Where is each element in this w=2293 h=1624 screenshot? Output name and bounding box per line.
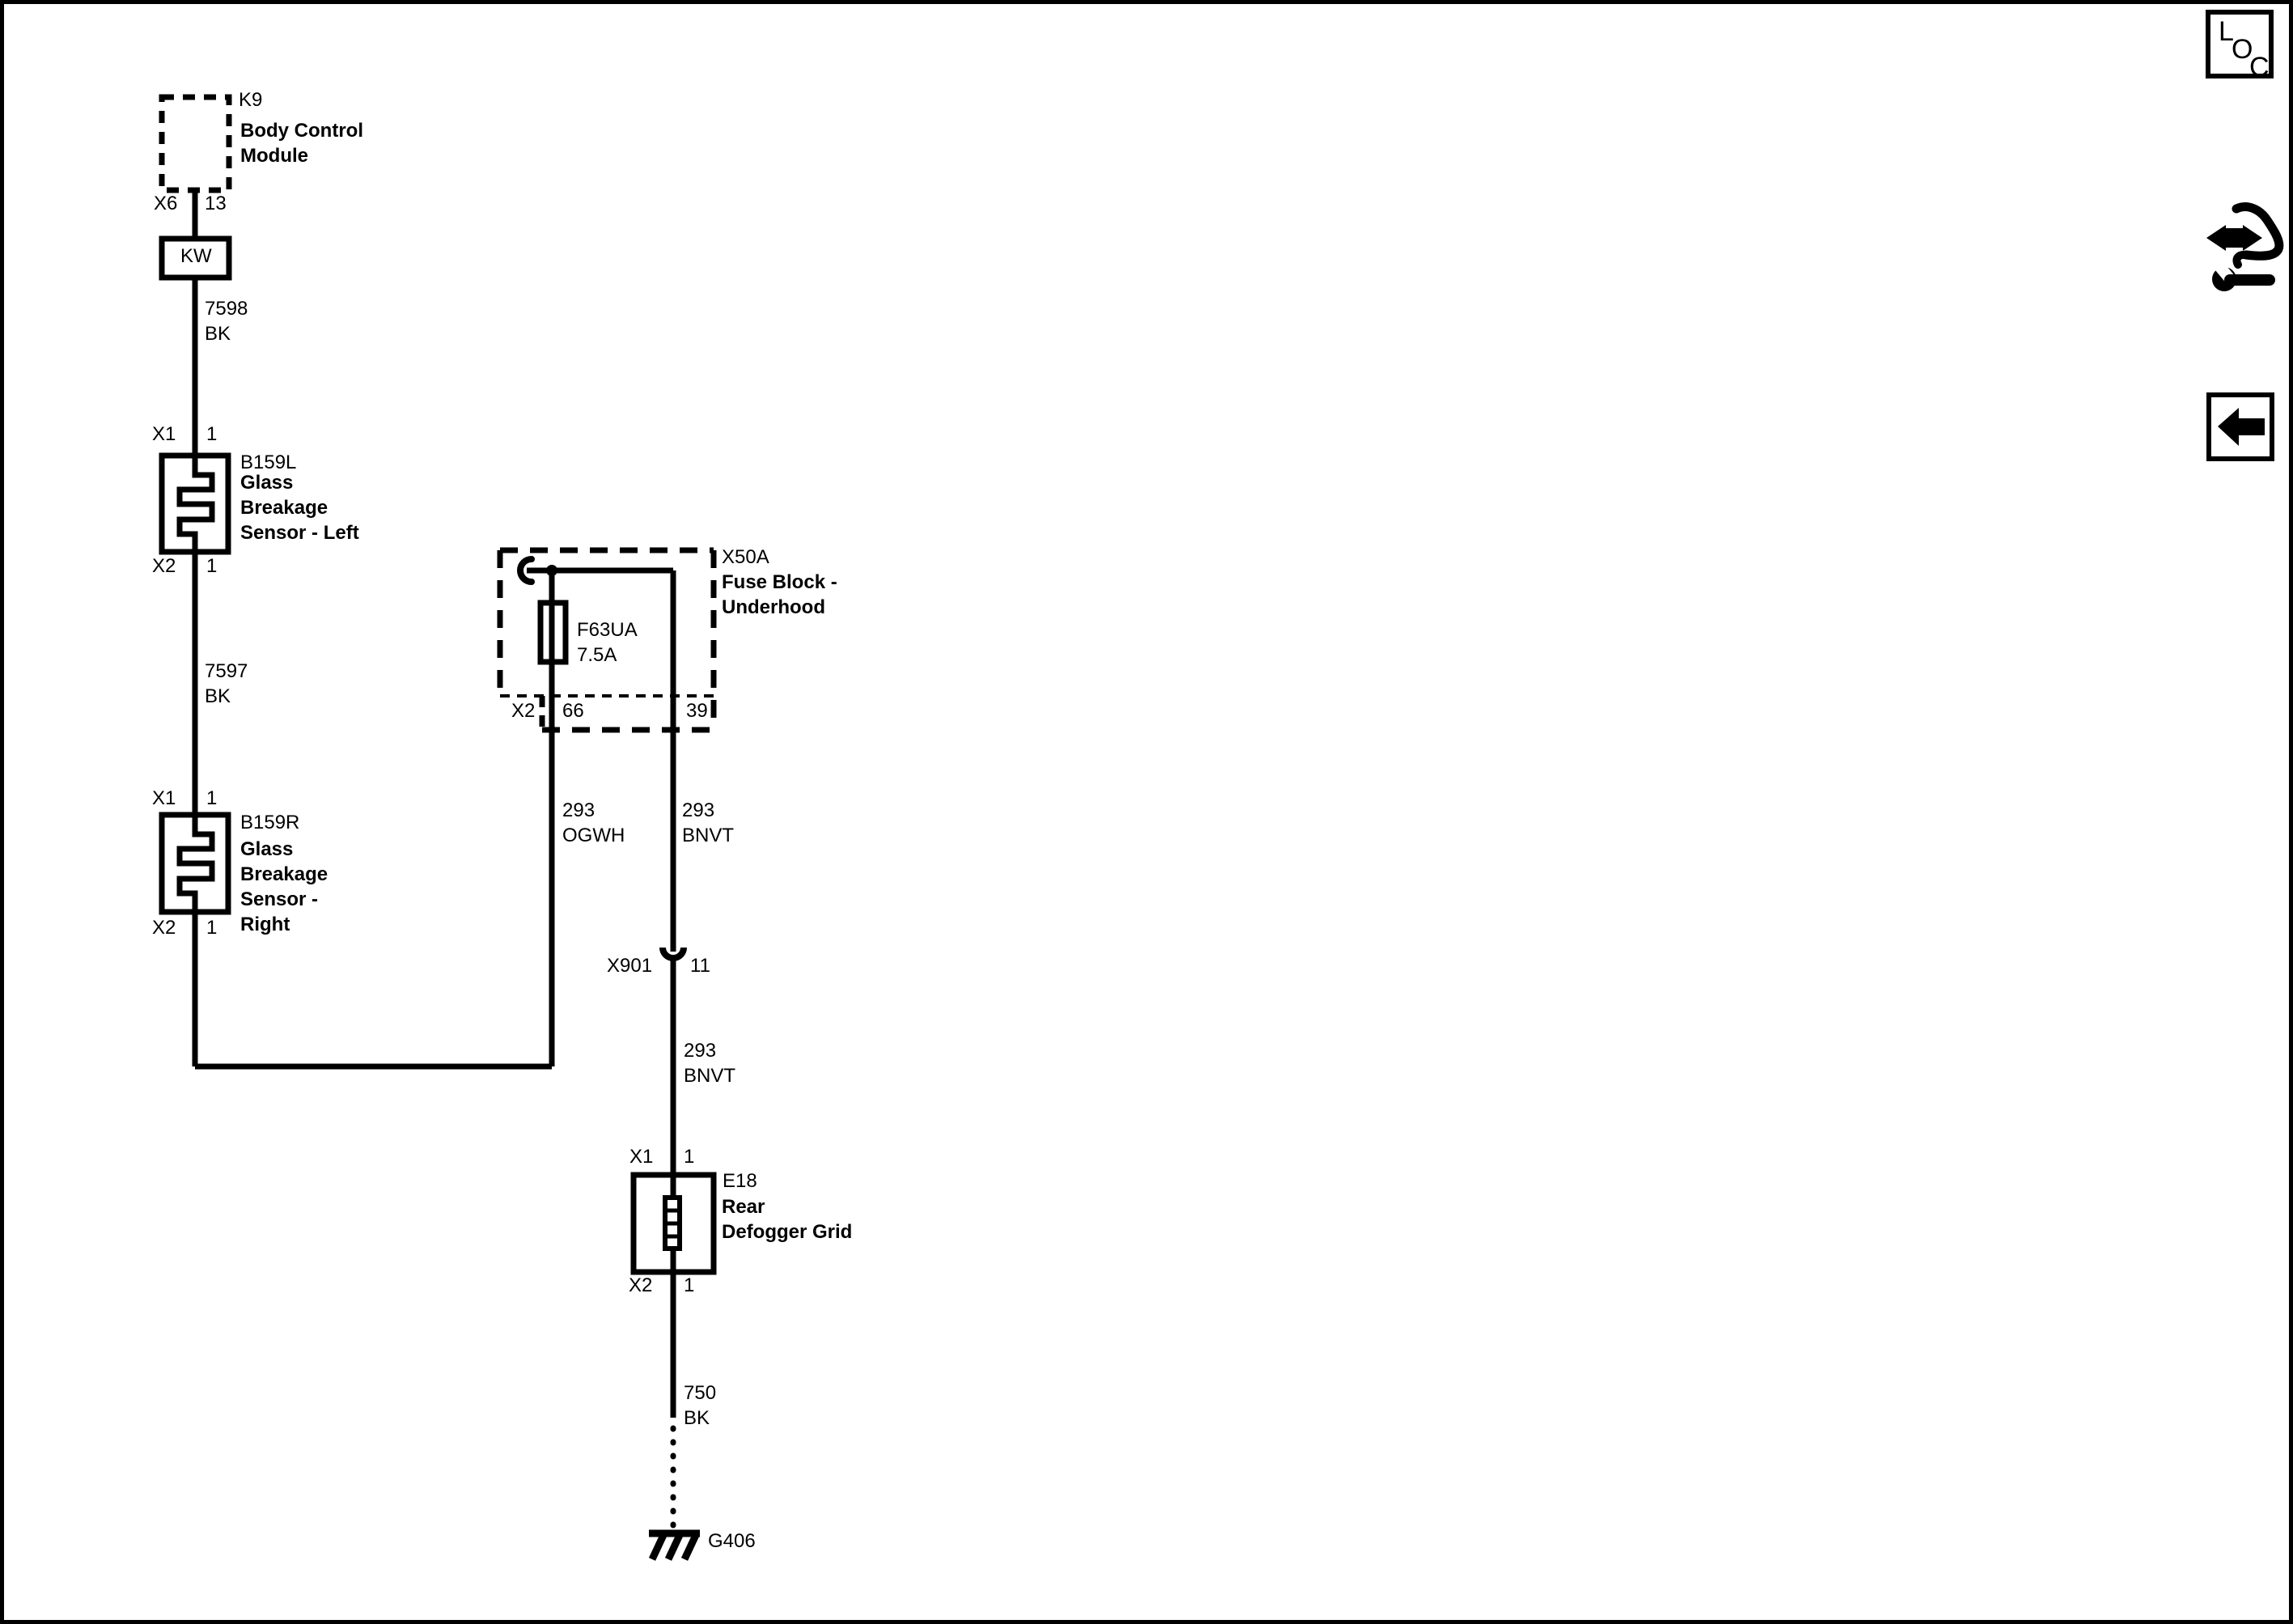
- inline-connector-pin-label: 11: [690, 955, 710, 977]
- sensor-left-name-label: Glass Breakage Sensor - Left: [240, 472, 359, 544]
- loc-letter-c: C: [2249, 52, 2270, 83]
- defogger-top-connector-label: X1: [629, 1146, 654, 1168]
- wire-label-750-bk: 750 BK: [684, 1382, 717, 1429]
- wire-label-293-ogwh: 293 OGWH: [562, 799, 625, 846]
- wire-label-293-bnvt-lower: 293 BNVT: [684, 1040, 736, 1087]
- ground-id-label: G406: [708, 1530, 756, 1552]
- sensor-right-bottom-connector-label: X2: [152, 917, 176, 939]
- sensor-left-top-connector-label: X1: [152, 423, 176, 445]
- sensor-right-top-connector-label: X1: [152, 787, 176, 809]
- defogger-name-label: Rear Defogger Grid: [722, 1196, 853, 1243]
- kw-label: KW: [180, 245, 212, 267]
- fuse-block-pin-39-label: 39: [686, 700, 708, 722]
- loc-letter-l: L: [2219, 16, 2234, 47]
- sensor-left-id-label: B159L: [240, 452, 297, 473]
- tools-button[interactable]: [2201, 199, 2289, 296]
- sensor-right-id-label: B159R: [240, 812, 300, 833]
- sensor-left-bottom-pin-label: 1: [206, 555, 218, 577]
- fuse-block-connector-label: X2: [511, 700, 536, 722]
- wrench-arrows-icon: [2206, 202, 2284, 291]
- back-arrow-icon: [2218, 408, 2265, 446]
- back-button[interactable]: [2206, 392, 2274, 461]
- sensor-right-bottom-pin-label: 1: [206, 917, 218, 939]
- sensor-right-name-label: Glass Breakage Sensor - Right: [240, 838, 328, 935]
- sensor-right-element: [176, 815, 215, 912]
- bcm-id-label: K9: [239, 89, 263, 111]
- inline-connector-id-label: X901: [607, 955, 653, 977]
- bcm-pin-label: 13: [205, 193, 227, 214]
- defogger-id-label: E18: [723, 1170, 757, 1192]
- sensor-left-top-pin-label: 1: [206, 423, 218, 445]
- bcm-box: [159, 94, 232, 193]
- loc-letter-o: O: [2232, 34, 2253, 65]
- sensor-left-element: [176, 456, 215, 552]
- ground-symbol: [648, 1529, 701, 1561]
- fuse-block-name-label: Fuse Block - Underhood: [722, 571, 837, 618]
- sensor-right-top-pin-label: 1: [206, 787, 218, 809]
- defogger-bottom-pin-label: 1: [684, 1274, 695, 1296]
- sensor-left-bottom-connector-label: X2: [152, 555, 176, 577]
- fuse-block-id-label: X50A: [722, 546, 769, 568]
- fuse-block-pin-66-label: 66: [562, 700, 584, 722]
- fuse-id-rating-label: F63UA 7.5A: [577, 619, 638, 666]
- wiring-diagram-artwork: [159, 94, 717, 1561]
- wire-label-7597-bk: 7597 BK: [205, 660, 248, 707]
- wire-label-293-bnvt-upper: 293 BNVT: [682, 799, 735, 846]
- wire-label-7598-bk: 7598 BK: [205, 298, 248, 345]
- bcm-connector-label: X6: [154, 193, 178, 214]
- loc-badge[interactable]: L O C: [2206, 10, 2274, 83]
- junction-dot: [546, 565, 557, 576]
- bus-tap-hook: [517, 556, 535, 585]
- fuse-symbol: [537, 600, 569, 665]
- defogger-top-pin-label: 1: [684, 1146, 695, 1168]
- bcm-name-label: Body Control Module: [240, 120, 363, 167]
- defogger-bottom-connector-label: X2: [629, 1274, 653, 1296]
